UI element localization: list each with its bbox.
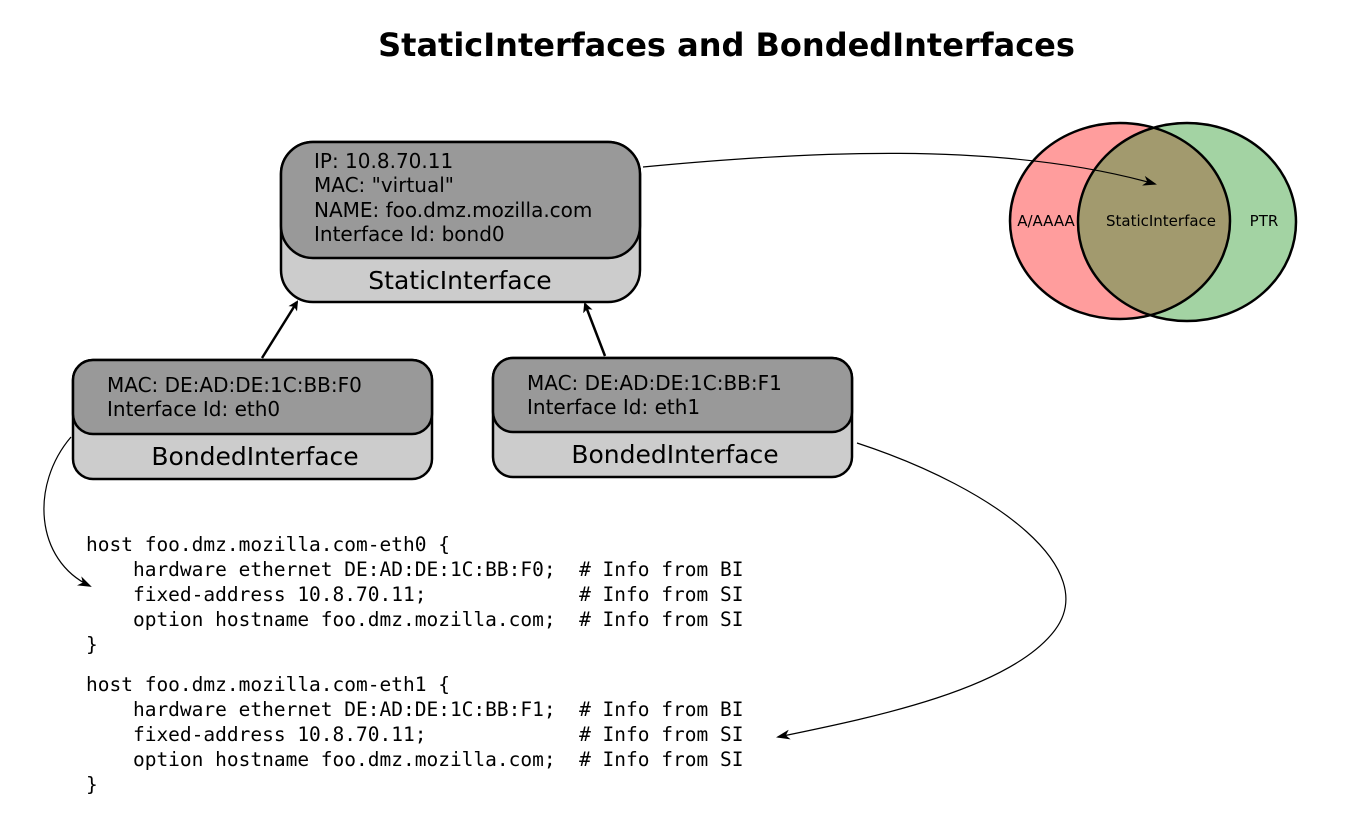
dhcp-host-config-eth1: host foo.dmz.mozilla.com-eth1 { hardware… — [86, 673, 744, 796]
static-interface-id: Interface Id: bond0 — [314, 222, 505, 246]
eth0-to-code-arrow — [43, 436, 92, 587]
static-interface-label: StaticInterface — [368, 266, 551, 295]
venn-label-ptr: PTR — [1250, 212, 1279, 230]
bonded-to-static-arrow-eth0 — [260, 300, 299, 359]
static-interface-detail-box — [279, 140, 642, 260]
bonded-interface-mac: MAC: DE:AD:DE:1C:BB:F1 — [527, 371, 782, 395]
static-interface-node: IP: 10.8.70.11 MAC: "virtual" NAME: foo.… — [279, 140, 642, 304]
static-interface-ip: IP: 10.8.70.11 — [314, 149, 453, 173]
bonded-interface-mac: MAC: DE:AD:DE:1C:BB:F0 — [107, 373, 362, 397]
venn-overlap — [1078, 123, 1230, 319]
bonded-interface-label: BondedInterface — [571, 440, 778, 469]
bonded-interface-label: BondedInterface — [151, 442, 358, 471]
venn-outline-ptr — [1076, 121, 1298, 323]
bonded-to-static-arrow-eth1 — [583, 302, 607, 357]
static-interface-mac: MAC: "virtual" — [314, 173, 454, 197]
venn-label-a-aaaa: A/AAAA — [1017, 212, 1075, 230]
bonded-interface-node-eth0: MAC: DE:AD:DE:1C:BB:F0 Interface Id: eth… — [71, 358, 434, 481]
static-interface-name: NAME: foo.dmz.mozilla.com — [314, 198, 592, 222]
dns-record-venn: A/AAAA StaticInterface PTR — [1008, 121, 1298, 323]
dhcp-host-config-eth0: host foo.dmz.mozilla.com-eth0 { hardware… — [86, 533, 744, 656]
diagram-title: StaticInterfaces and BondedInterfaces — [378, 26, 1075, 64]
bonded-interface-id: Interface Id: eth0 — [107, 397, 280, 421]
bonded-interface-id: Interface Id: eth1 — [527, 395, 700, 419]
bonded-interface-detail-box — [491, 356, 854, 434]
venn-outline-a-aaaa — [1008, 121, 1232, 321]
eth1-to-code-arrow — [776, 442, 1067, 740]
bonded-interface-detail-box — [71, 358, 434, 436]
bonded-interface-node-eth1: MAC: DE:AD:DE:1C:BB:F1 Interface Id: eth… — [491, 356, 854, 479]
static-to-venn-arrow — [642, 152, 1157, 186]
venn-label-overlap: StaticInterface — [1106, 212, 1216, 230]
